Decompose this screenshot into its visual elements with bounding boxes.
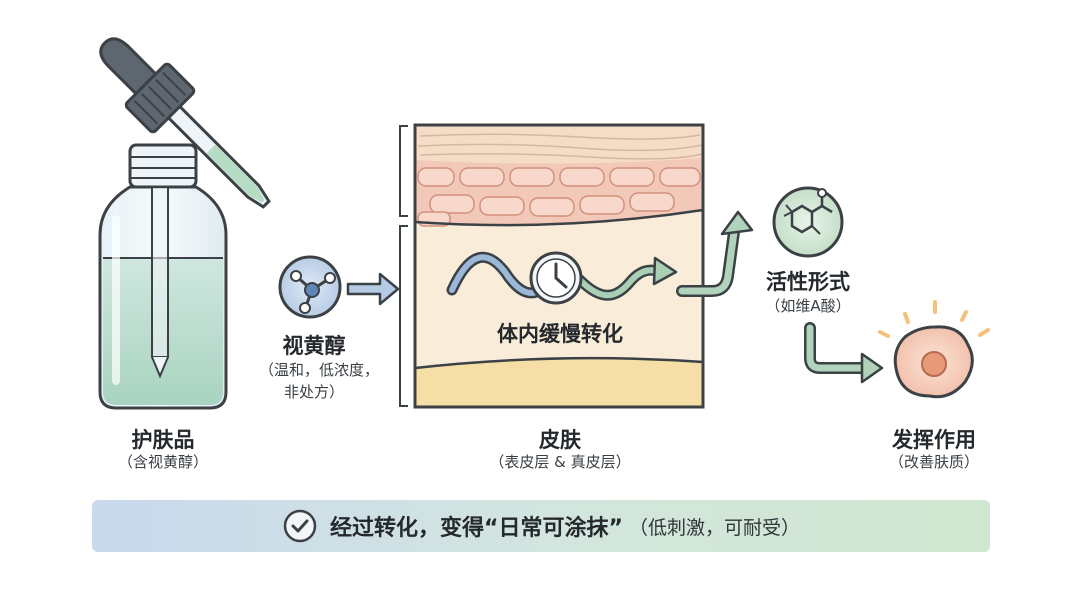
cell-icon: [878, 300, 990, 399]
check-circle-icon: [283, 509, 317, 543]
effect-subtitle: （改善肤质）: [888, 453, 979, 471]
arrow-into-skin: [346, 272, 400, 306]
skin-title: 皮肤: [539, 428, 581, 452]
product-title: 护肤品: [131, 428, 195, 452]
dropper-pipette-icon: [99, 37, 271, 209]
banner-paren-text: （低刺激，可耐受）: [628, 516, 800, 539]
product-subtitle: （含视黄醇）: [117, 453, 208, 471]
banner-main-text: 经过转化，变得“日常可涂抹”: [330, 516, 623, 541]
clock-icon: [529, 251, 583, 305]
retinoic-acid-molecule-icon: [772, 186, 844, 258]
skin-subtitle: （表皮层 & 真皮层）: [489, 453, 631, 471]
retinol-subtitle-line1: （温和，低浓度，: [258, 361, 379, 379]
arrow-to-effect: [804, 322, 884, 384]
active-form-subtitle: （如维A酸）: [765, 297, 851, 315]
dropper-bottle-icon: [98, 143, 228, 410]
active-form-title: 活性形式: [766, 270, 850, 294]
skin-conversion-label: 体内缓慢转化: [497, 322, 623, 346]
molecule-icon: [278, 255, 342, 319]
summary-banner: 经过转化，变得“日常可涂抹” （低刺激，可耐受）: [92, 500, 990, 552]
retinol-subtitle-line2: 非处方）: [283, 383, 344, 401]
retinol-title: 视黄醇: [282, 334, 346, 358]
arrow-out-of-skin: [676, 210, 754, 297]
effect-title: 发挥作用: [892, 428, 976, 452]
